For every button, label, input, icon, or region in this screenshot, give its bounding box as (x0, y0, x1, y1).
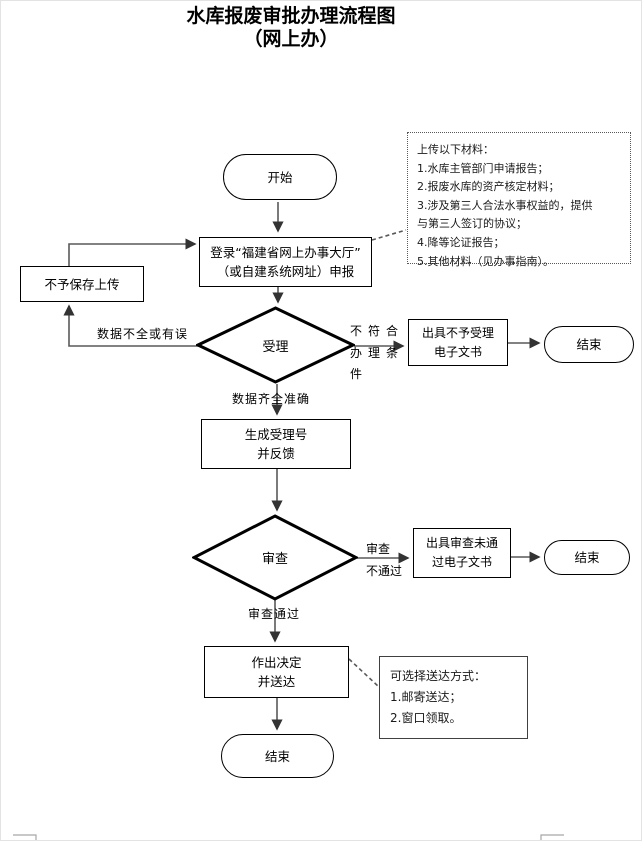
review-fail-notice-node: 出具审查未通 过电子文书 (413, 528, 511, 578)
page-title-line2: （网上办） (243, 28, 339, 50)
page-title-line1: 水库报废审批办理流程图 (186, 5, 396, 27)
materials-note-line: 1.水库主管部门申请报告； (417, 161, 549, 175)
edge-label-review-fail: 审查 不通过 (366, 542, 403, 578)
generate-number-line1: 生成受理号 (244, 427, 308, 442)
delivery-note-line: 2.窗口领取。 (390, 711, 462, 725)
review-fail-notice-line1: 出具审查未通 (425, 536, 498, 550)
make-decision-node: 作出决定 并送达 (204, 646, 349, 698)
login-node-line2: （或自建系统网址）申报 (216, 264, 355, 279)
make-decision-line2: 并送达 (257, 674, 296, 689)
start-node-label: 开始 (267, 169, 293, 185)
reject-notice-node: 出具不予受理 电子文书 (408, 319, 508, 366)
login-node-line1: 登录“福建省网上办事大厅” (210, 245, 361, 260)
review-fail-notice-line2: 过电子文书 (431, 555, 492, 569)
page-margin-marks (13, 834, 564, 840)
make-decision-line1: 作出决定 (251, 655, 302, 670)
end-node-3-label: 结束 (264, 748, 290, 764)
materials-note-line: 5.其他材料（见办事指南）。 (417, 254, 554, 268)
review-decision-label: 审查 (261, 552, 288, 567)
materials-note: 上传以下材料： 1.水库主管部门申请报告； 2.报废水库的资产核定材料； 3.涉… (407, 132, 631, 268)
delivery-note-line: 1.邮寄送达； (390, 690, 462, 704)
materials-note-line: 上传以下材料： (417, 143, 494, 156)
edge-label-not-qualified: 不符合办理条件 (350, 324, 405, 381)
reject-notice-line1: 出具不予受理 (421, 325, 494, 340)
materials-note-line: 2.报废水库的资产核定材料； (417, 180, 560, 194)
generate-number-node: 生成受理号 并反馈 (201, 419, 351, 469)
edge-label-review-pass: 审查通过 (248, 607, 301, 621)
page-title: 水库报废审批办理流程图 （网上办） (1, 5, 581, 51)
review-decision-node: 审查 (192, 514, 358, 601)
start-node: 开始 (223, 154, 337, 200)
accept-decision-label: 受理 (262, 339, 289, 355)
materials-note-line: 4.降等论证报告； (417, 235, 505, 249)
materials-note-line: 与第三人签订的协议； (417, 217, 527, 231)
end-node-2-label: 结束 (574, 550, 600, 565)
end-node-3: 结束 (221, 734, 334, 778)
edge-label-data-ok: 数据齐全准确 (232, 392, 311, 406)
reject-notice-line2: 电子文书 (433, 344, 482, 359)
generate-number-line2: 并反馈 (257, 446, 295, 461)
diamond-shape (196, 306, 355, 384)
edge-label-data-error: 数据不全或有误 (97, 327, 189, 341)
end-node-2: 结束 (544, 540, 630, 575)
login-node: 登录“福建省网上办事大厅” （或自建系统网址）申报 (199, 237, 372, 287)
end-node-1-label: 结束 (576, 337, 602, 352)
end-node-1: 结束 (544, 326, 634, 363)
diamond-shape (192, 514, 358, 601)
accept-decision-node: 受理 (196, 306, 355, 384)
delivery-note: 可选择送达方式： 1.邮寄送达； 2.窗口领取。 (379, 656, 528, 739)
reject-save-label: 不予保存上传 (44, 276, 120, 292)
delivery-note-line: 可选择送达方式： (390, 669, 487, 683)
materials-note-line: 3.涉及第三人合法水事权益的，提供 (417, 198, 593, 212)
reject-save-node: 不予保存上传 (20, 266, 144, 302)
